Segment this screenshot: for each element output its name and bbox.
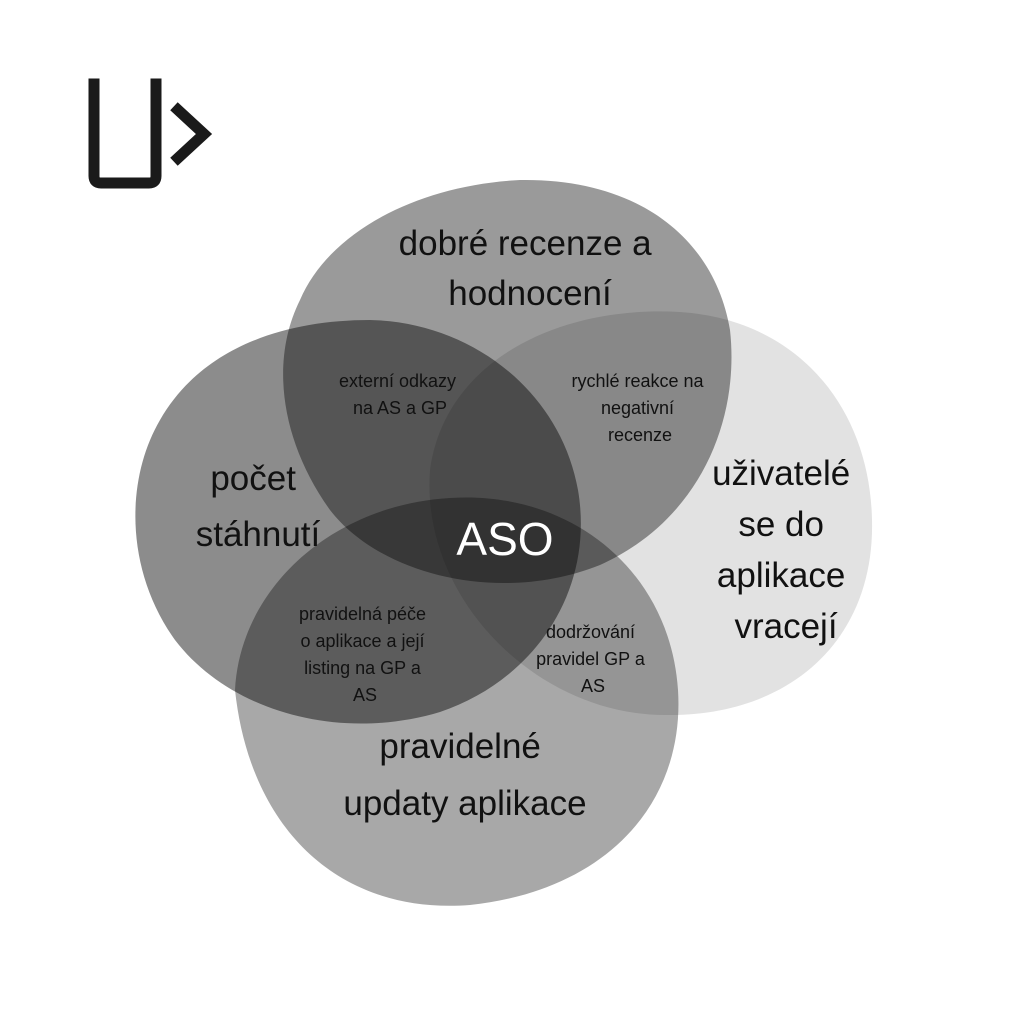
label-overlap-line: o aplikace a její [300,631,424,651]
label-overlap-line: pravidelná péče [299,604,426,624]
label-overlap-line: listing na GP a [304,658,422,678]
label-overlap-top-left: externí odkazy na AS a GP [339,371,461,418]
label-bottom: pravidelné updaty aplikace [343,727,586,823]
label-top-line: dobré recenze a [399,224,652,263]
circle-bottom [235,497,679,906]
label-overlap-line: externí odkazy [339,371,456,391]
label-overlap-line: rychlé reakce na [571,371,704,391]
label-overlap-line: dodržování [546,622,635,642]
label-left: počet stáhnutí [196,459,321,554]
venn-labels: dobré recenze a hodnocení uživatelé se d… [196,224,860,823]
logo-chevron-icon [170,102,213,166]
label-right-line: vracejí [734,607,837,646]
label-overlap-line: negativní [601,398,674,418]
label-overlap-top-right: rychlé reakce na negativní recenze [571,371,708,445]
label-right-line: uživatelé [712,454,850,493]
label-left-line: stáhnutí [196,515,321,554]
label-right-line: aplikace [717,556,845,595]
venn-shapes [135,179,873,906]
label-right-line: se do [738,505,824,544]
label-overlap-line: AS [353,685,377,705]
label-overlap-line: AS [581,676,605,696]
logo [88,78,213,189]
label-bottom-line: updaty aplikace [343,784,586,823]
label-top: dobré recenze a hodnocení [399,224,662,313]
label-overlap-bottom-right: dodržování pravidel GP a AS [536,622,650,696]
label-overlap-line: pravidel GP a [536,649,646,669]
label-bottom-line: pravidelné [379,727,541,766]
logo-u-shape [88,78,162,189]
label-center-aso: ASO [456,513,553,565]
label-top-line: hodnocení [448,274,612,313]
label-left-line: počet [210,459,296,498]
label-overlap-line: na AS a GP [353,398,447,418]
label-right: uživatelé se do aplikace vracejí [712,454,860,646]
label-overlap-left-bottom: pravidelná péče o aplikace a její listin… [299,604,431,705]
label-overlap-line: recenze [608,425,672,445]
